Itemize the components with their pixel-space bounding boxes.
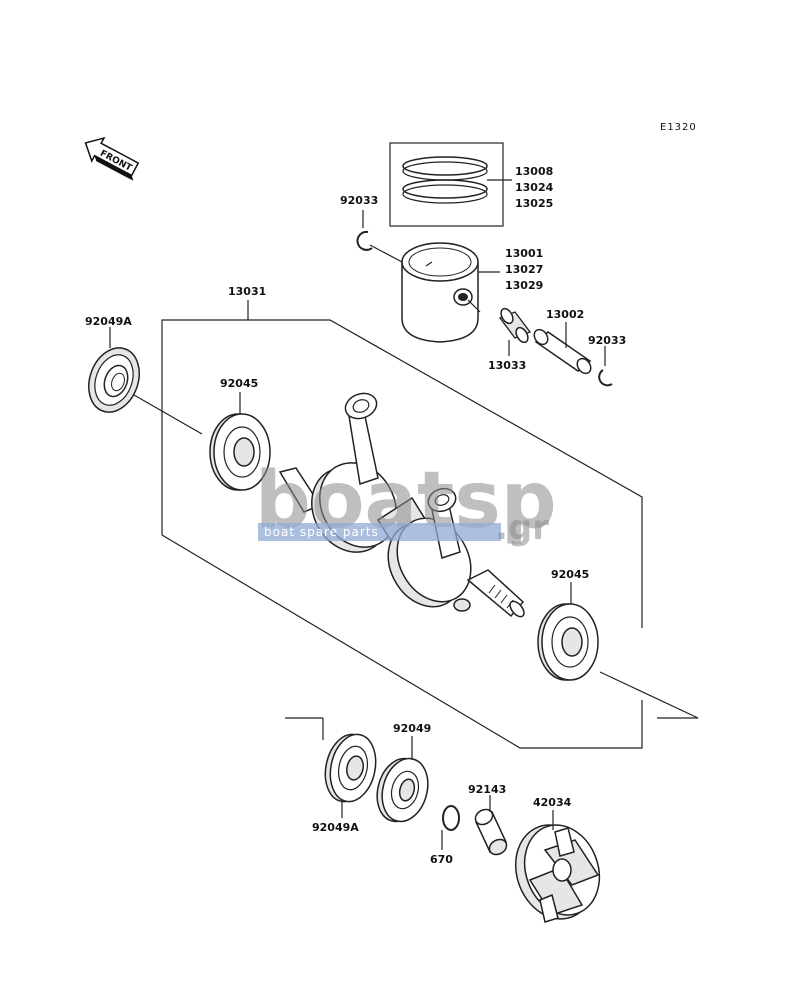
part-label-92143: 92143	[468, 783, 506, 796]
part-label-13002: 13002	[546, 308, 584, 321]
part-label-13025: 13025	[515, 197, 553, 210]
part-label-13031: 13031	[228, 285, 266, 298]
part-label-13001: 13001	[505, 247, 543, 260]
crankshaft-frame	[161, 300, 699, 749]
part-label-92033-top: 92033	[340, 194, 378, 207]
part-label-92049A-top: 92049A	[85, 315, 132, 328]
part-label-13024: 13024	[515, 181, 554, 194]
bearing-92049	[376, 736, 429, 823]
o-ring	[441, 805, 460, 850]
coupling	[514, 810, 601, 923]
piston	[401, 242, 500, 343]
part-label-13029: 13029	[505, 279, 543, 292]
front-arrow-icon: FRONT	[84, 136, 140, 181]
part-label-92045-right: 92045	[551, 568, 589, 581]
part-label-92045-left: 92045	[220, 377, 258, 390]
part-label-92033-right: 92033	[588, 334, 626, 347]
watermark-tagline: boat spare parts	[264, 525, 379, 539]
part-label-13033: 13033	[488, 359, 526, 372]
oil-seal-bottom	[324, 733, 377, 818]
part-label-13008: 13008	[515, 165, 553, 178]
part-label-13027: 13027	[505, 263, 543, 276]
ball-bearing-right	[537, 582, 599, 681]
watermark: boatsp boat spare parts .gr	[255, 456, 557, 548]
part-label-670: 670	[430, 853, 453, 866]
watermark-tld: .gr	[495, 508, 549, 548]
diagram-ref-code: E1320	[660, 122, 697, 133]
piston-pin	[533, 322, 592, 375]
collar	[474, 795, 508, 856]
part-label-42034: 42034	[533, 796, 572, 809]
circlip-right	[598, 346, 613, 387]
needle-bearing	[498, 307, 532, 356]
part-label-92049: 92049	[393, 722, 431, 735]
oil-seal-top	[88, 327, 203, 435]
circlip-top	[356, 210, 403, 263]
piston-rings-box	[389, 142, 512, 227]
ball-bearing-left	[209, 392, 271, 491]
part-label-92049A-bottom: 92049A	[312, 821, 359, 834]
